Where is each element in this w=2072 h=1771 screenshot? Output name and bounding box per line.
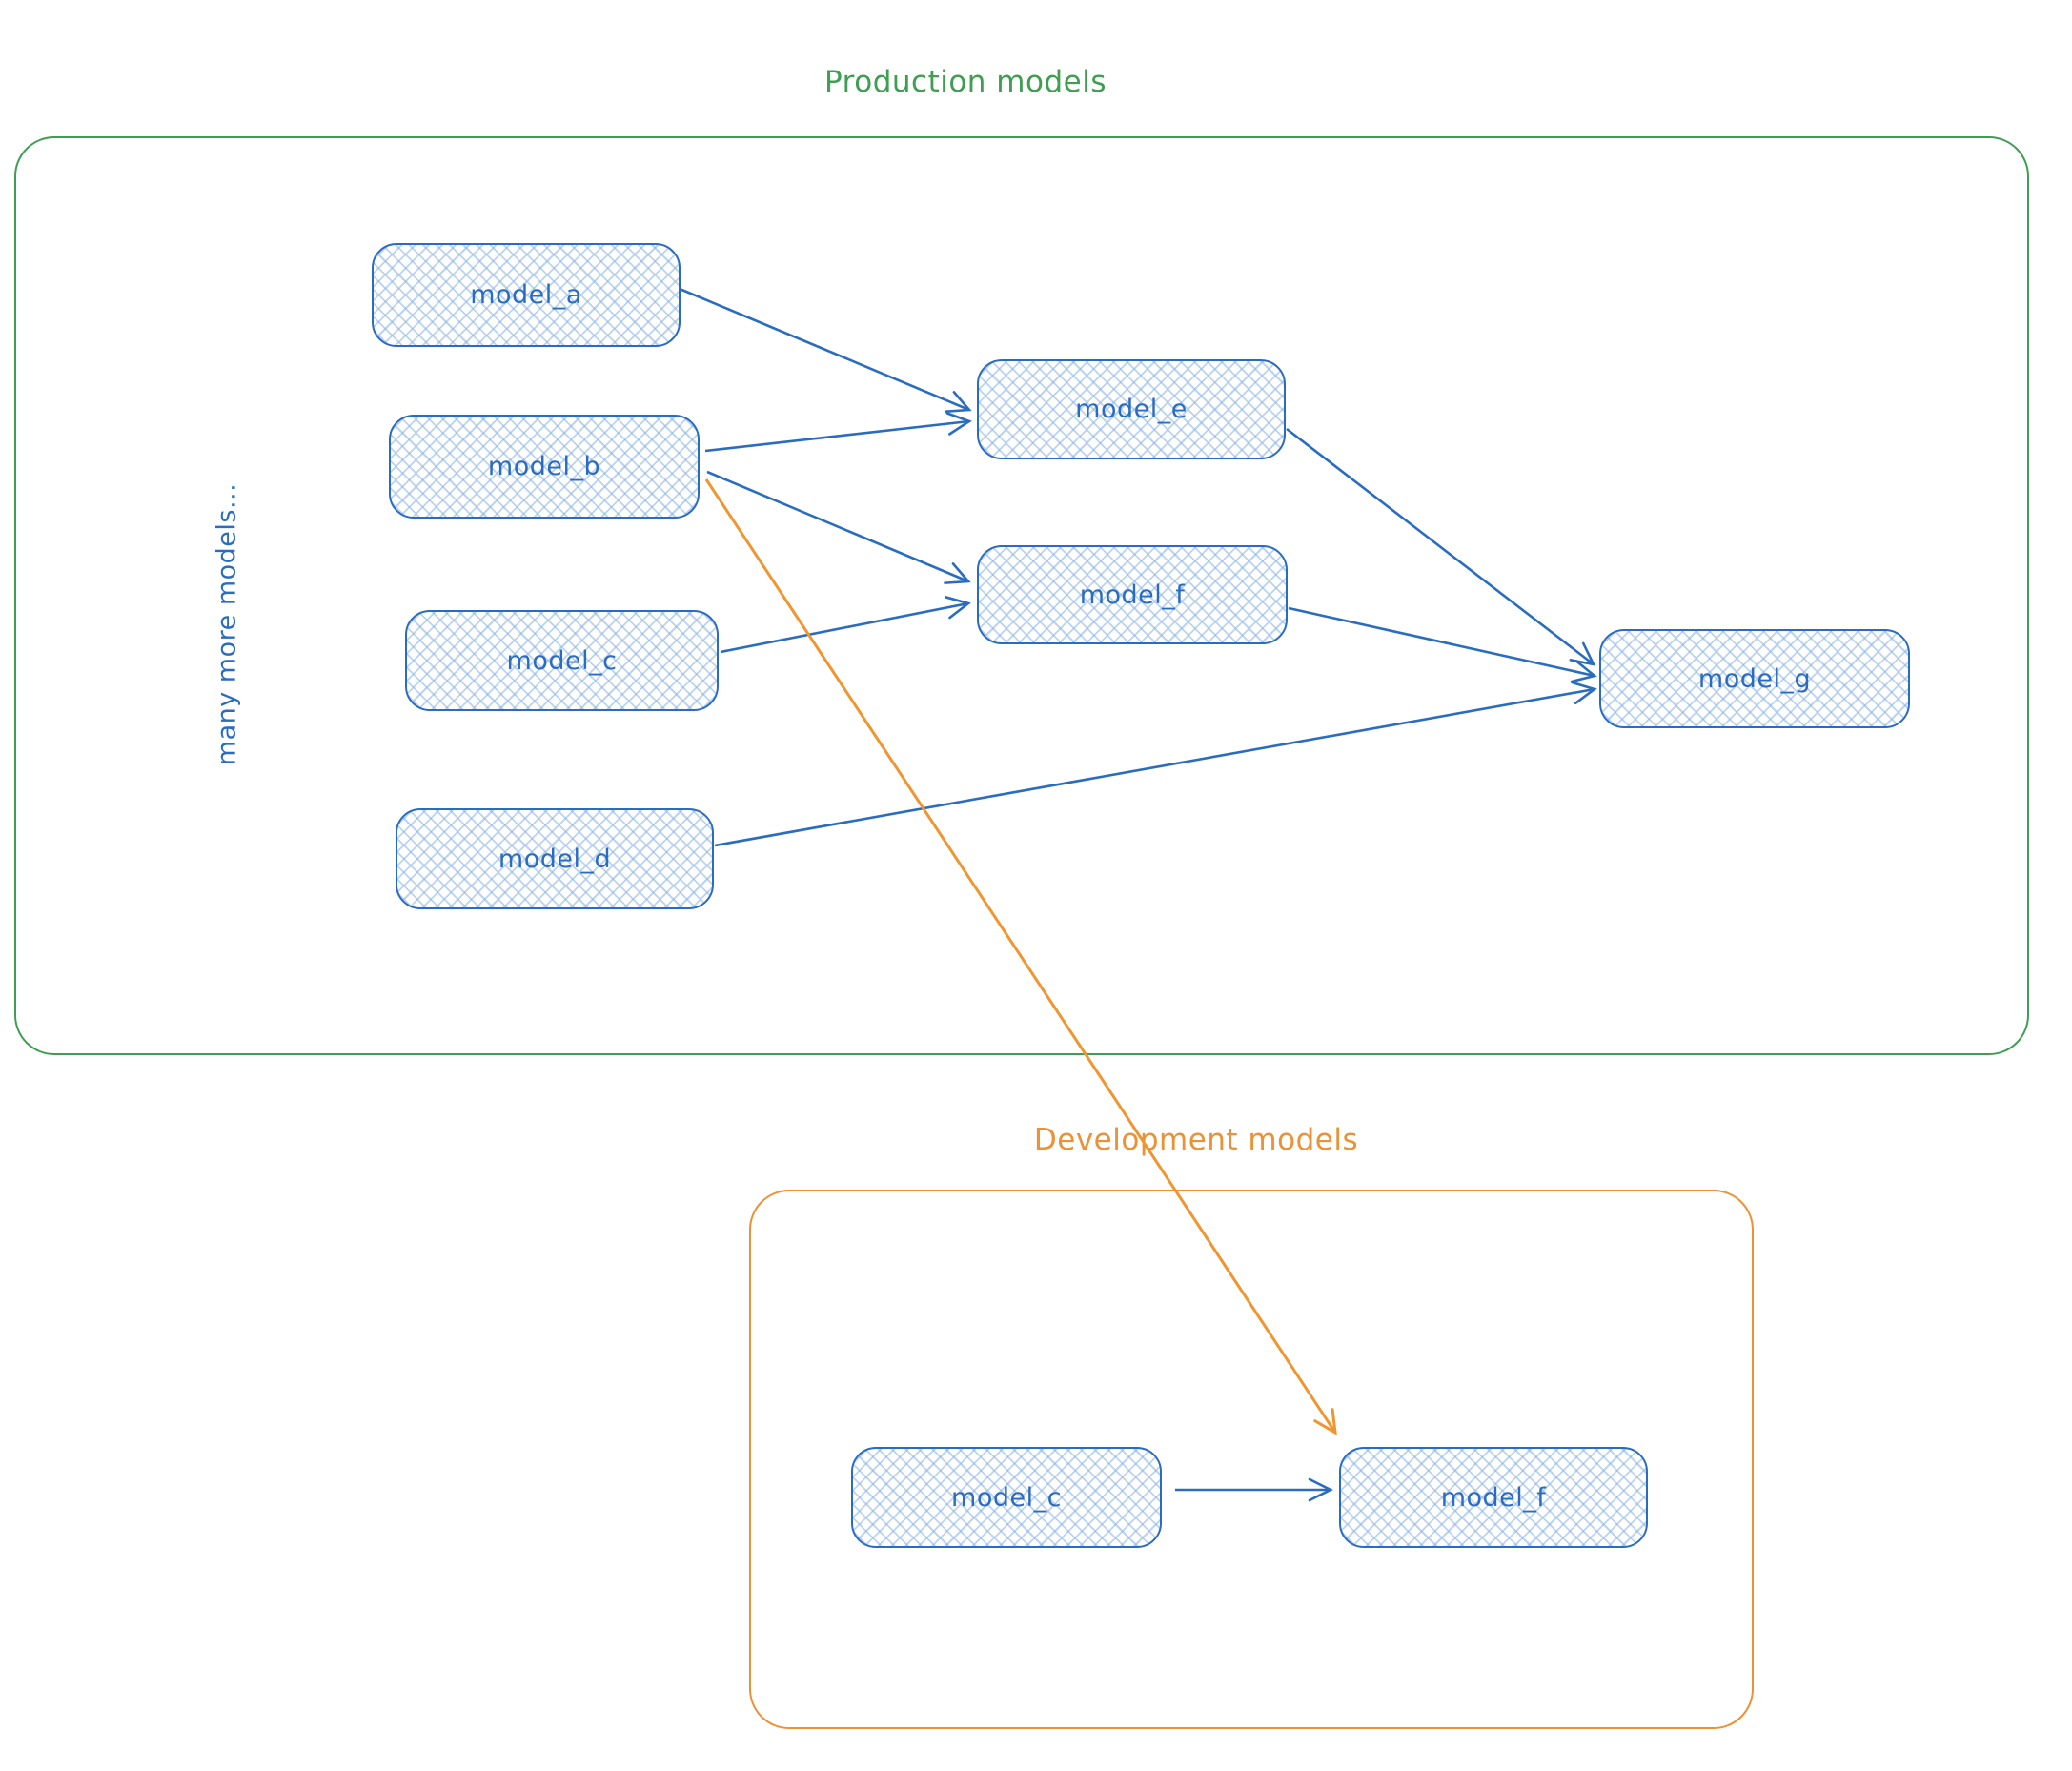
development-group-title: Development models: [1033, 1123, 1359, 1157]
node-model-a[interactable]: model_a: [372, 243, 681, 347]
node-model-e[interactable]: model_e: [977, 359, 1286, 459]
node-dev-model-c[interactable]: model_c: [851, 1447, 1162, 1548]
node-dev-model-f[interactable]: model_f: [1339, 1447, 1648, 1548]
node-model-f[interactable]: model_f: [977, 545, 1288, 644]
node-model-d[interactable]: model_d: [396, 808, 714, 909]
production-group-title: Production models: [824, 65, 1107, 99]
node-model-b[interactable]: model_b: [389, 415, 700, 519]
many-more-models-label: many more models...: [212, 482, 242, 766]
node-model-g[interactable]: model_g: [1599, 629, 1910, 728]
node-model-c[interactable]: model_c: [405, 610, 719, 711]
